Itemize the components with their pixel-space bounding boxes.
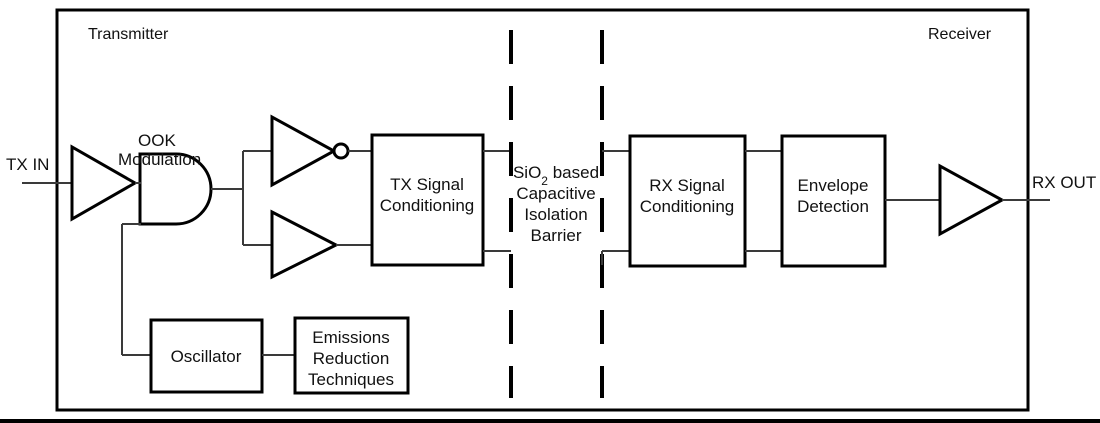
output-buffer-amplifier-icon (938, 163, 1006, 237)
block-tx-signal-conditioning-label-line1: TX Signal (390, 175, 464, 194)
block-envelope-detection-label-line2: Detection (797, 197, 869, 216)
block-tx-signal-conditioning (370, 133, 485, 267)
annotation-ook-line2: Modulation (118, 150, 201, 169)
block-rx-signal-conditioning-label-line2: Conditioning (640, 197, 735, 216)
port-label-rx-out: RX OUT (1032, 173, 1096, 192)
buffer-gate-icon (270, 209, 340, 280)
block-emissions-label-line3: Techniques (308, 370, 394, 389)
section-label-transmitter: Transmitter (88, 26, 169, 43)
block-emissions-reduction-techniques (293, 316, 410, 395)
port-label-tx-in: TX IN (6, 155, 49, 174)
block-oscillator-label: Oscillator (171, 347, 242, 366)
block-oscillator (149, 318, 264, 394)
barrier-caption-line4: Barrier (530, 226, 581, 245)
barrier-caption-line3: Isolation (524, 205, 587, 224)
barrier-caption-line1: SiO2 based (513, 163, 599, 188)
block-emissions-label-line2: Reduction (313, 349, 390, 368)
inverter-bubble-icon (332, 142, 350, 160)
input-buffer-amplifier-icon (70, 144, 139, 222)
barrier-caption-line2: Capacitive (516, 184, 595, 203)
block-rx-signal-conditioning-label-line1: RX Signal (649, 176, 725, 195)
inverter-gate-icon (270, 114, 338, 188)
block-envelope-detection (780, 134, 887, 268)
annotation-ook-line1: OOK (138, 131, 176, 150)
block-emissions-label-line1: Emissions (312, 328, 389, 347)
block-envelope-detection-label-line1: Envelope (798, 176, 869, 195)
chip-outline (55, 8, 1030, 412)
block-tx-signal-conditioning-label-line2: Conditioning (380, 196, 475, 215)
section-label-receiver: Receiver (928, 26, 992, 43)
block-rx-signal-conditioning (628, 134, 747, 268)
and-gate-ook-modulator-icon (138, 152, 213, 226)
